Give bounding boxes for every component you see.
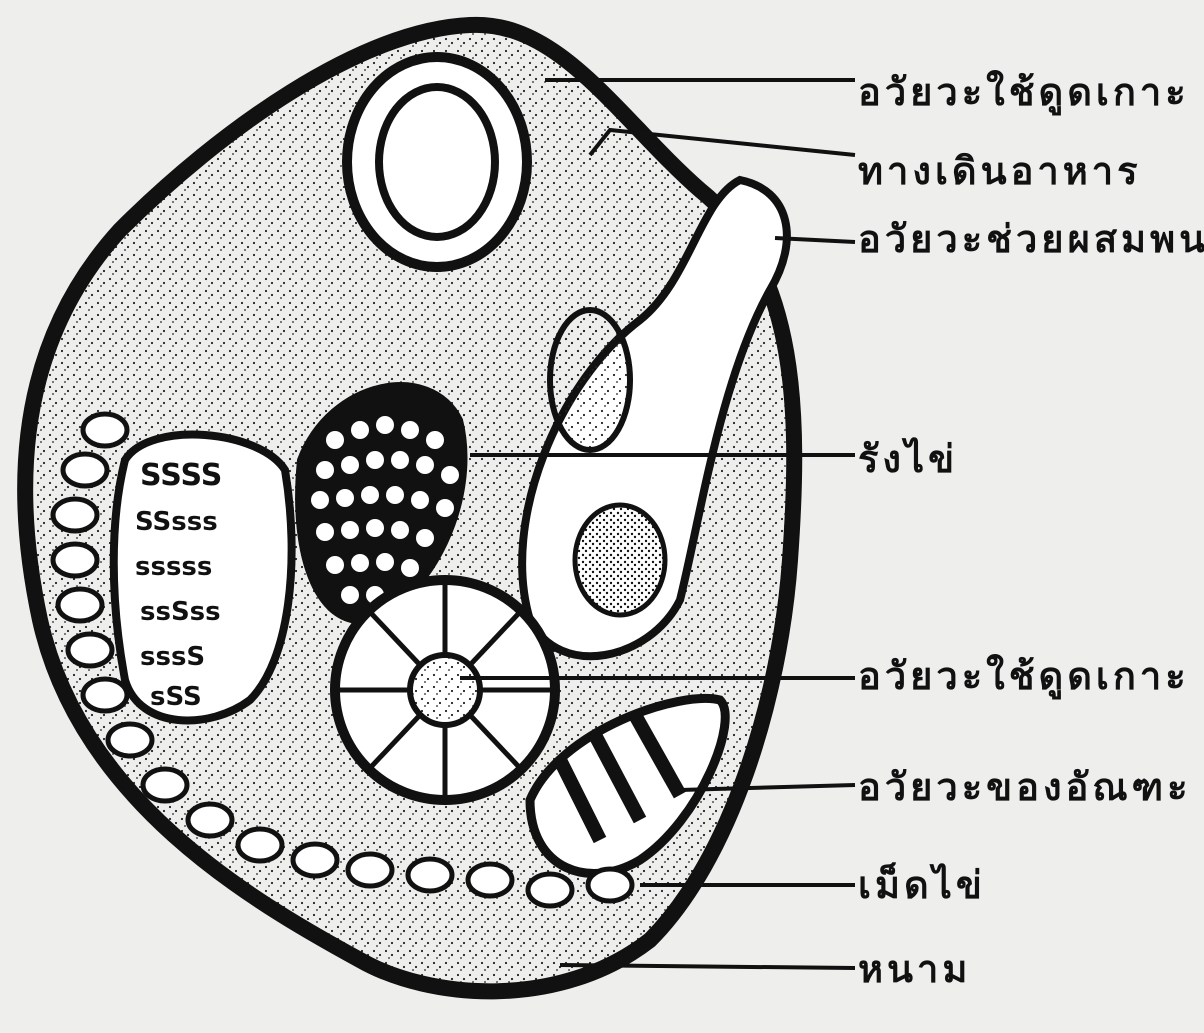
label-eggs: เม็ดไข่ xyxy=(858,866,986,904)
label-ovary: รังไข่ xyxy=(858,440,958,478)
label-testis: อวัยวะของอัณฑะ xyxy=(858,768,1192,806)
anterior-sucker xyxy=(347,57,527,267)
svg-text:sSS: sSS xyxy=(150,682,202,712)
label-spines: หนาม xyxy=(858,950,971,988)
label-digestive-tract: ทางเดินอาหาร xyxy=(858,152,1142,190)
svg-text:ssSss: ssSss xyxy=(140,597,221,627)
svg-text:SSSS: SSSS xyxy=(140,458,222,493)
testis-organ: SSSS SSsss sssss ssSss sssS sSS xyxy=(114,435,292,721)
label-copulatory-organ: อวัยวะช่วยผสมพนธุ์ xyxy=(858,220,1204,258)
svg-text:sssS: sssS xyxy=(140,642,205,672)
svg-text:SSsss: SSsss xyxy=(135,507,218,537)
svg-text:sssss: sssss xyxy=(135,552,212,582)
label-anterior-sucker: อวัยวะใช้ดูดเกาะ xyxy=(858,73,1190,111)
label-ventral-sucker: อวัยวะใช้ดูดเกาะ xyxy=(858,657,1190,695)
ventral-sucker xyxy=(335,580,555,800)
